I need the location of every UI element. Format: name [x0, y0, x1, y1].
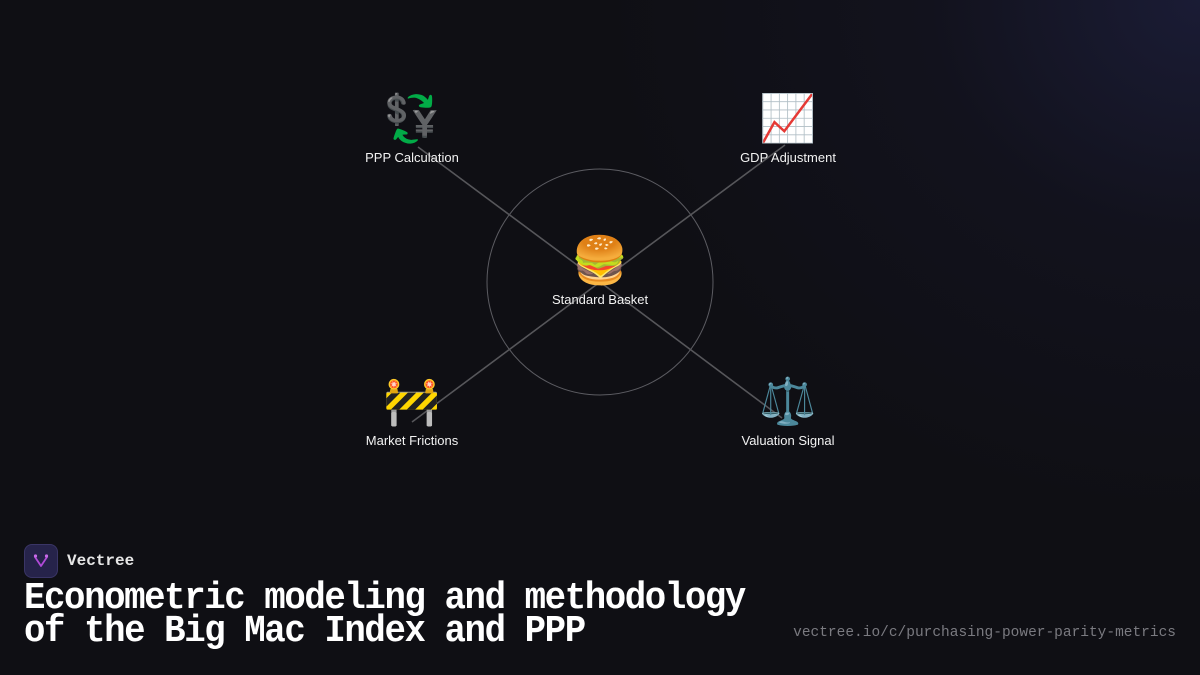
- node-valuation-signal[interactable]: ⚖️ Valuation Signal: [708, 373, 868, 448]
- node-label: PPP Calculation: [365, 150, 459, 165]
- node-label: GDP Adjustment: [740, 150, 836, 165]
- source-url[interactable]: vectree.io/c/purchasing-power-parity-met…: [793, 625, 1176, 641]
- title-line-1: Econometric modeling and methodology: [24, 577, 746, 620]
- brand-name: Vectree: [67, 552, 135, 570]
- node-label: Valuation Signal: [741, 433, 835, 448]
- currency-exchange-icon: 💱: [383, 91, 441, 145]
- connector-gdp: [599, 144, 786, 283]
- node-label: Market Frictions: [365, 433, 459, 448]
- node-ppp-calculation[interactable]: 💱 PPP Calculation: [332, 90, 492, 165]
- node-label: Standard Basket: [551, 292, 649, 307]
- connector-valuation: [599, 281, 783, 419]
- vectree-logo-icon: [24, 544, 58, 578]
- title-line-2: of the Big Mac Index and PPP: [24, 610, 586, 653]
- connector-frictions: [411, 281, 601, 423]
- chart-increasing-icon: 📈: [759, 91, 817, 145]
- connector-ppp: [417, 146, 601, 283]
- node-standard-basket[interactable]: 🍔 Standard Basket: [520, 232, 680, 307]
- page-title: Econometric modeling and methodology of …: [24, 580, 746, 651]
- construction-barrier-icon: 🚧: [383, 374, 441, 428]
- brand: Vectree: [24, 544, 134, 578]
- center-ring: [486, 168, 714, 396]
- node-gdp-adjustment[interactable]: 📈 GDP Adjustment: [708, 90, 868, 165]
- hamburger-icon: 🍔: [571, 233, 629, 287]
- balance-scale-icon: ⚖️: [759, 374, 817, 428]
- node-market-frictions[interactable]: 🚧 Market Frictions: [332, 373, 492, 448]
